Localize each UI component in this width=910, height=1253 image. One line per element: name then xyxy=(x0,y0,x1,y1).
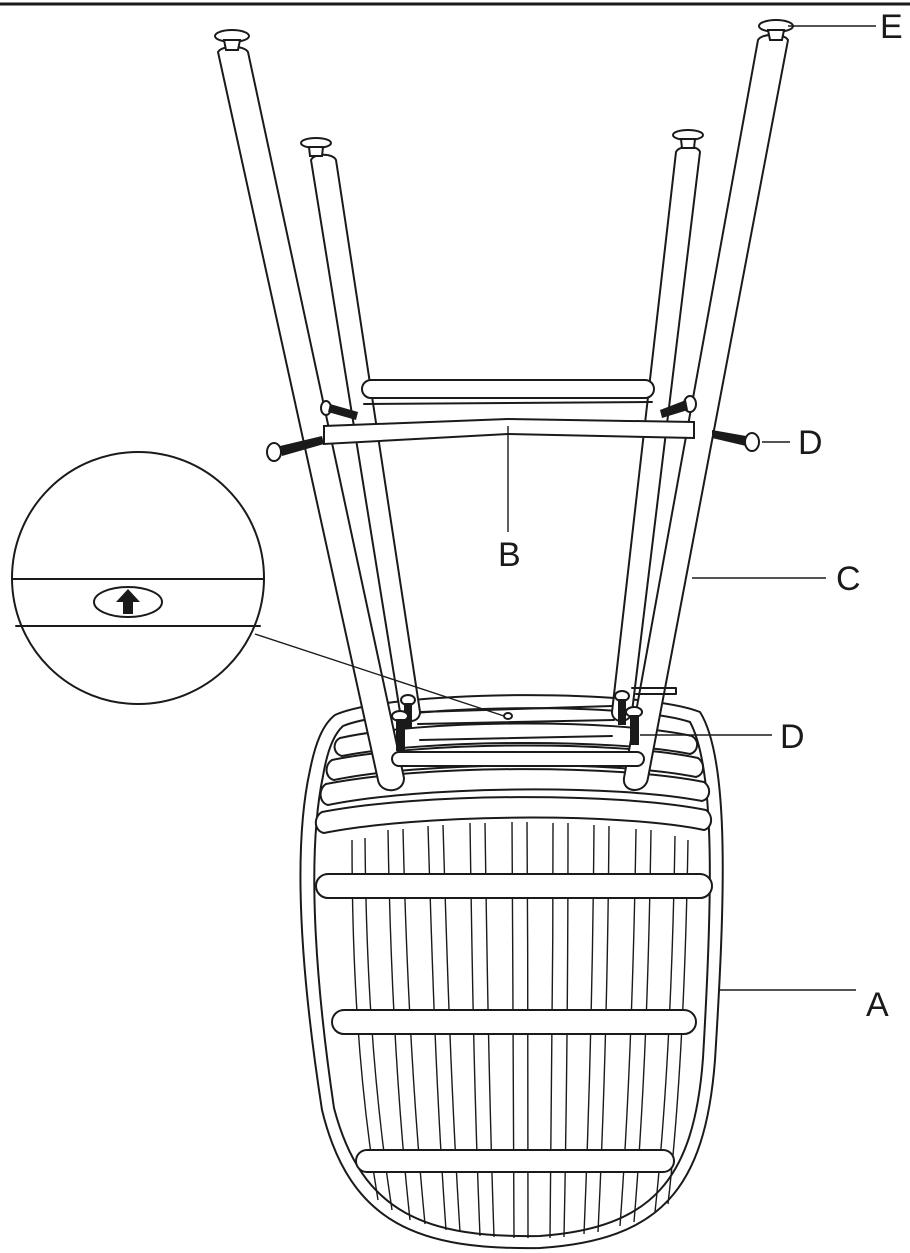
chair-legs xyxy=(216,33,790,792)
foot-cap-back-left xyxy=(300,137,332,157)
bolts-lower xyxy=(391,687,677,751)
label-foot-cap-e: E xyxy=(880,8,903,46)
foot-cap-front-right xyxy=(758,19,794,41)
foot-cap-back-right xyxy=(672,129,704,149)
label-leg-c: C xyxy=(836,560,861,598)
detail-magnifier xyxy=(11,451,265,705)
label-seat-a: A xyxy=(866,986,889,1024)
leader-lines xyxy=(507,25,876,991)
magnifier-pointer xyxy=(254,633,505,717)
crossbars xyxy=(323,379,695,767)
label-crossbar-b: B xyxy=(498,536,521,574)
allen-key xyxy=(631,687,677,695)
seat-shell xyxy=(299,694,724,1250)
bolts-upper xyxy=(266,395,760,462)
arrow-up-icon xyxy=(116,589,140,614)
foot-caps xyxy=(214,19,794,157)
seat-support-bands xyxy=(315,873,713,1173)
direction-mark-dot xyxy=(503,712,513,720)
label-bolt-d-lower: D xyxy=(780,718,805,756)
foot-cap-front-left xyxy=(214,29,250,51)
label-bolt-d-upper: D xyxy=(798,424,823,462)
